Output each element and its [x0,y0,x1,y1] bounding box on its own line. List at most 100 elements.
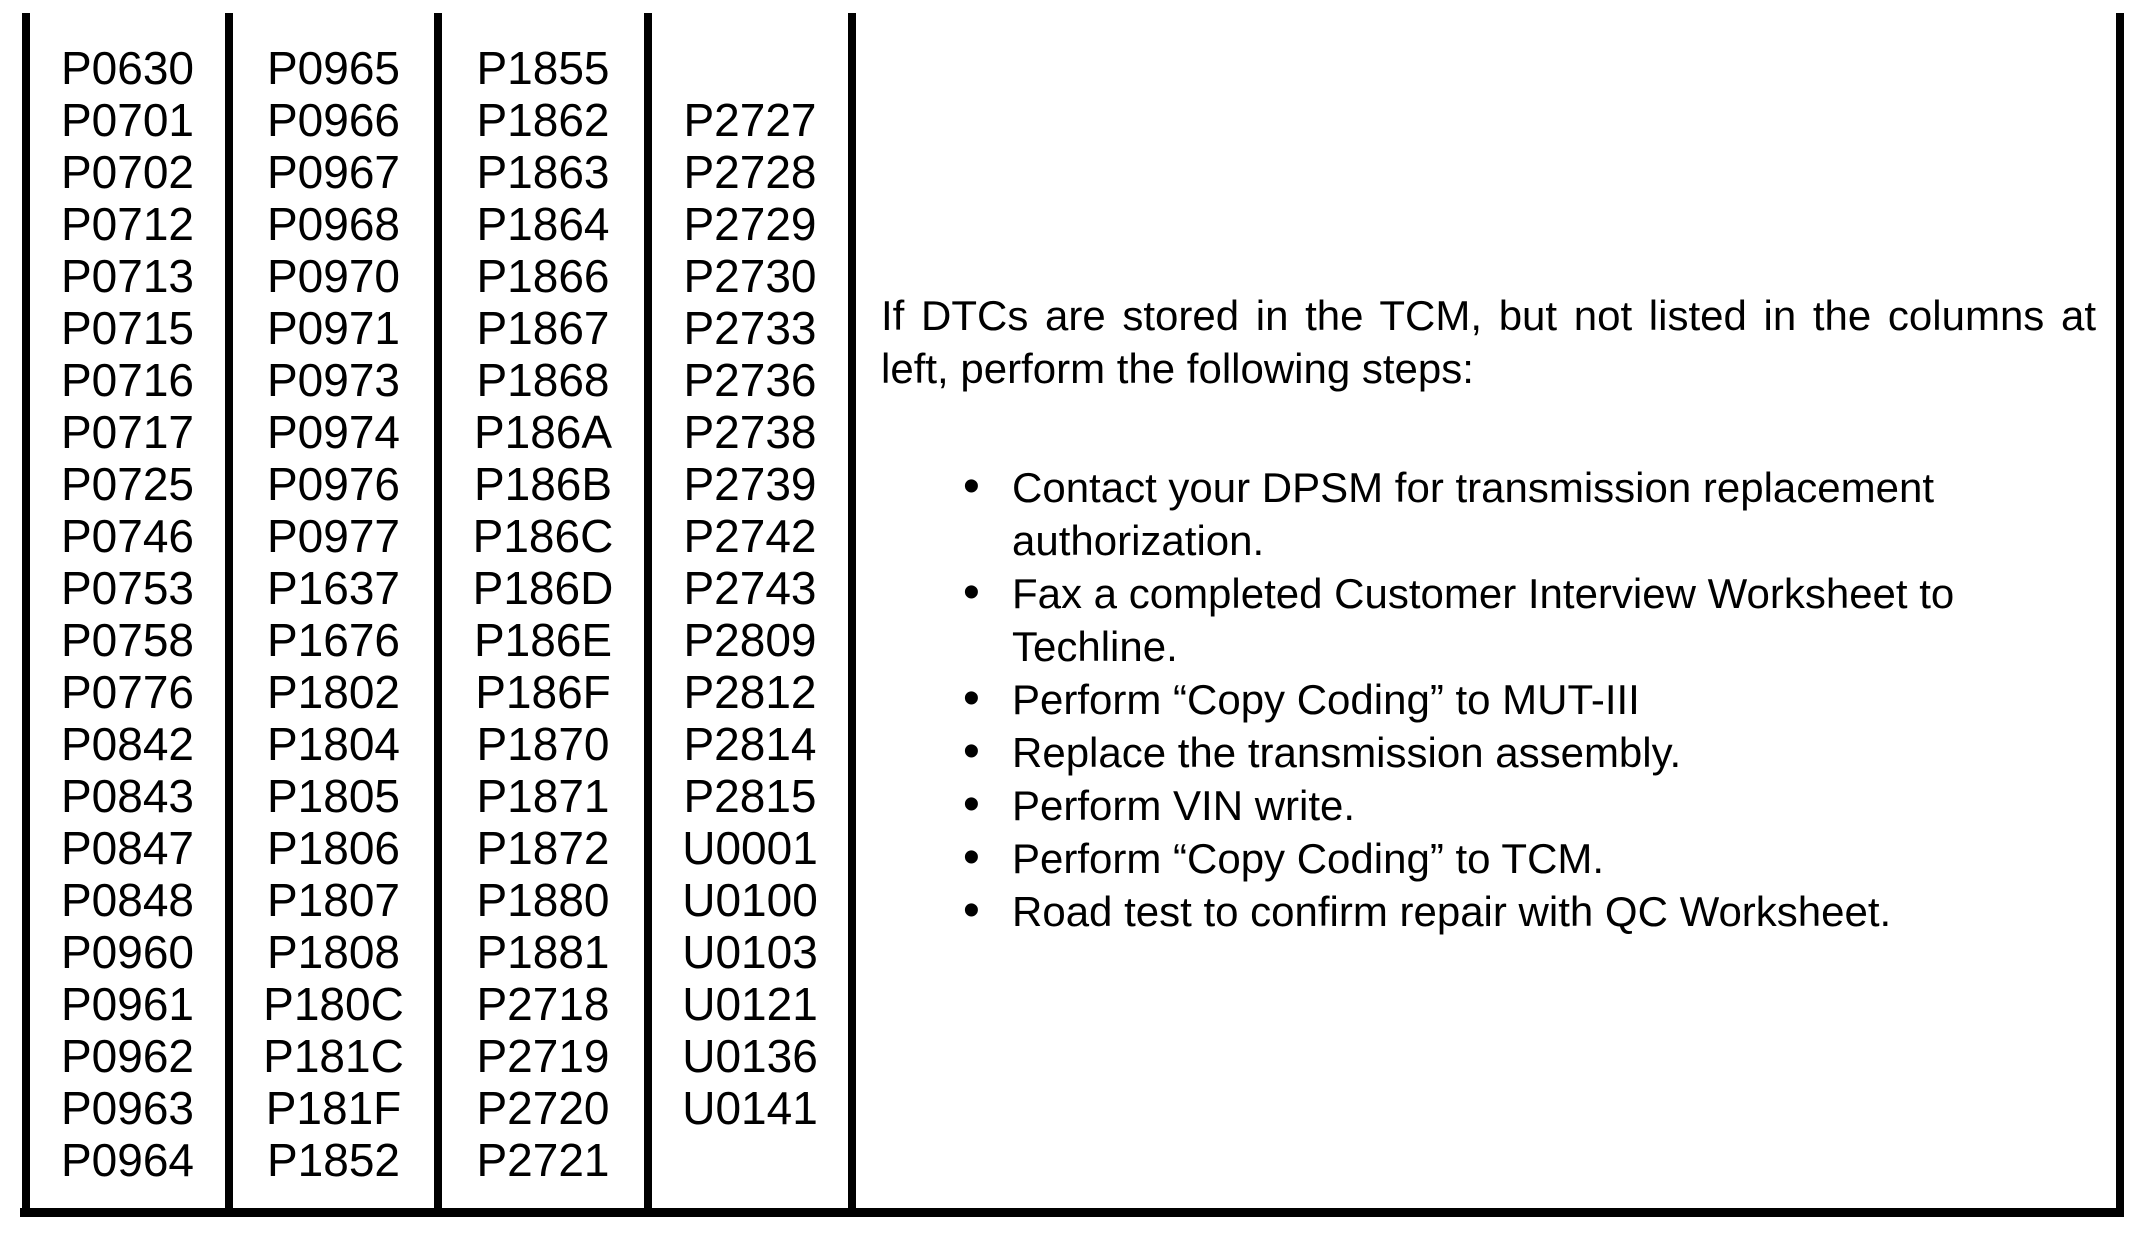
bullet-text: Replace the transmission assembly. [1012,729,1682,776]
dtc-code-cell: P0961 [60,978,194,1030]
bullet-text: Fax a completed Customer Interview Works… [1012,570,1955,670]
dtc-code-cell: P1808 [266,926,400,978]
dtc-code-cell: P0713 [60,250,194,302]
dtc-code-cell: P0965 [266,42,400,94]
dtc-code-cell: P2728 [683,146,817,198]
dtc-code-cell: P0970 [266,250,400,302]
bullet-item: • Perform “Copy Coding” to MUT-III [963,672,2096,726]
dtc-code-cell: P1872 [476,822,610,874]
column-divider-1 [225,13,233,1217]
dtc-code-cell: P1855 [476,42,610,94]
dtc-code-cell: P1852 [266,1134,400,1186]
dtc-code-cell: P0842 [60,718,194,770]
dtc-code-cell: P0702 [60,146,194,198]
dtc-code-cell: U0121 [682,978,818,1030]
dtc-code-cell: P2727 [683,94,817,146]
dtc-code-cell: P0973 [266,354,400,406]
dtc-code-cell: P181F [265,1082,402,1134]
dtc-code-cell: P0712 [60,198,194,250]
dtc-code-cell: P1871 [476,770,610,822]
dtc-code-cell: P0976 [266,458,400,510]
bullet-icon: • [963,884,980,937]
dtc-code-cell: P1807 [266,874,400,926]
dtc-code-cell: P2720 [476,1082,610,1134]
bullet-icon: • [963,566,980,619]
dtc-code-cell: P1862 [476,94,610,146]
column-divider-3 [644,13,652,1217]
dtc-code-cell: U0103 [682,926,818,978]
dtc-code-cell: U0100 [682,874,818,926]
dtc-code-cell: P0974 [266,406,400,458]
dtc-code-cell: P1806 [266,822,400,874]
dtc-code-cell: P0843 [60,770,194,822]
dtc-code-cell: P0630 [60,42,194,94]
bullet-item: • Contact your DPSM for transmission repl… [963,460,2096,567]
dtc-code-cell: P1802 [266,666,400,718]
dtc-code-cell: P2736 [683,354,817,406]
bullet-item: • Road test to confirm repair with QC Wor… [963,884,2096,938]
instructions-bullet-list: • Contact your DPSM for transmission repl… [881,460,2096,938]
dtc-code-cell: P2730 [683,250,817,302]
dtc-code-cell: P0971 [266,302,400,354]
dtc-code-cell: P0960 [60,926,194,978]
dtc-code-cell: P1868 [476,354,610,406]
dtc-code-cell: P2742 [683,510,817,562]
dtc-code-cell: P186F [475,666,611,718]
dtc-code-cell: P2733 [683,302,817,354]
dtc-code-cell: P1866 [476,250,610,302]
dtc-code-cell: P0758 [60,614,194,666]
bullet-text: Perform “Copy Coding” to MUT-III [1012,676,1640,723]
dtc-code-cell: P0967 [266,146,400,198]
dtc-code-cell: P2809 [683,614,817,666]
dtc-code-cell: P2718 [476,978,610,1030]
dtc-code-cell: P186E [473,614,613,666]
dtc-code-cell: P0725 [60,458,194,510]
dtc-code-cell: P0966 [266,94,400,146]
dtc-code-cell: P0717 [60,406,194,458]
dtc-code-cell [652,1134,848,1186]
instructions-intro: If DTCs are stored in the TCM, but not l… [881,292,2096,392]
dtc-code-cell: P1804 [266,718,400,770]
dtc-code-cell: P0746 [60,510,194,562]
dtc-code-cell: P181C [263,1030,404,1082]
dtc-code-cell: P1637 [266,562,400,614]
dtc-code-cell: P0963 [60,1082,194,1134]
dtc-code-cell: P2738 [683,406,817,458]
bullet-icon: • [963,831,980,884]
dtc-code-cell: P1676 [266,614,400,666]
dtc-code-cell [652,42,848,94]
bullet-text: Contact your DPSM for transmission repla… [1012,464,1935,564]
bullet-text: Perform “Copy Coding” to TCM. [1012,835,1605,882]
dtc-code-cell: P0776 [60,666,194,718]
dtc-code-cell: P2729 [683,198,817,250]
dtc-code-cell: P2719 [476,1030,610,1082]
bullet-icon: • [963,460,980,513]
dtc-code-cell: P186C [472,510,614,562]
bullet-item: •Perform VIN write. [963,778,2096,832]
bullet-item: • Fax a completed Customer Interview Work… [963,566,2096,673]
dtc-code-cell: U0001 [682,822,818,874]
dtc-code-cell: P2815 [683,770,817,822]
table-text-divider [848,13,856,1217]
dtc-code-cell: P1805 [266,770,400,822]
dtc-code-cell: U0141 [682,1082,818,1134]
page-border-bottom [20,1208,2124,1217]
dtc-code-cell: U0136 [682,1030,818,1082]
dtc-code-cell: P2743 [683,562,817,614]
dtc-code-cell: P1863 [476,146,610,198]
dtc-code-cell: P186B [473,458,613,510]
dtc-code-cell: P2812 [683,666,817,718]
column-divider-2 [434,13,442,1217]
bullet-icon: • [963,672,980,725]
dtc-code-cell: P2814 [683,718,817,770]
dtc-code-cell: P186D [472,562,614,614]
page-border-right [2116,13,2124,1217]
dtc-code-cell: P0716 [60,354,194,406]
instructions-panel: If DTCs are stored in the TCM, but not l… [881,0,2096,938]
dtc-code-cell: P0968 [266,198,400,250]
bullet-text: Road test to confirm repair with QC Work… [1012,888,1892,935]
dtc-code-cell: P0847 [60,822,194,874]
